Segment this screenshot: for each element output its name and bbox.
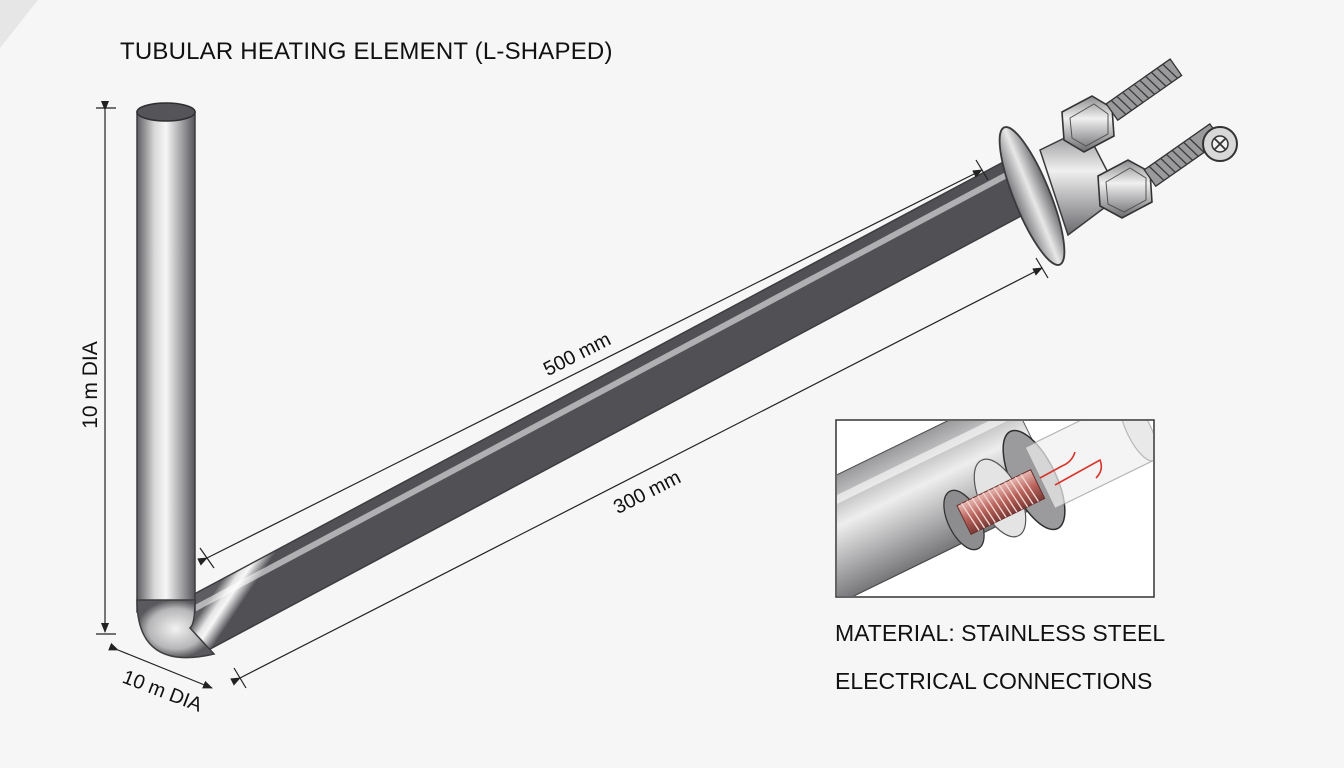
tube-end-cap [136,102,196,122]
cross-section-inset [835,419,1155,598]
upper-terminal [1061,58,1183,153]
connections-note: ELECTRICAL CONNECTIONS [835,668,1153,694]
heating-coil [956,469,1046,536]
page-title: TUBULAR HEATING ELEMENT (L-SHAPED) [120,38,613,65]
dimension-lines [96,101,1049,689]
dim-vertical-label: 10 m DIA [79,341,102,429]
material-note: MATERIAL: STAINLESS STEEL [835,620,1166,646]
corner-shadow [0,0,38,48]
tube-vertical-run [136,111,196,613]
mounting-flange [998,126,1066,266]
lower-terminal [1097,123,1238,219]
dim-bottom [108,642,213,689]
transparent-sleeve [1024,421,1153,510]
resistance-wire [1039,451,1103,486]
terminal-head [998,58,1238,266]
dim-300 [230,267,1043,686]
dim-300-label: 300 mm [610,466,684,518]
dim-bottom-label: 10 m DIA [119,666,205,717]
